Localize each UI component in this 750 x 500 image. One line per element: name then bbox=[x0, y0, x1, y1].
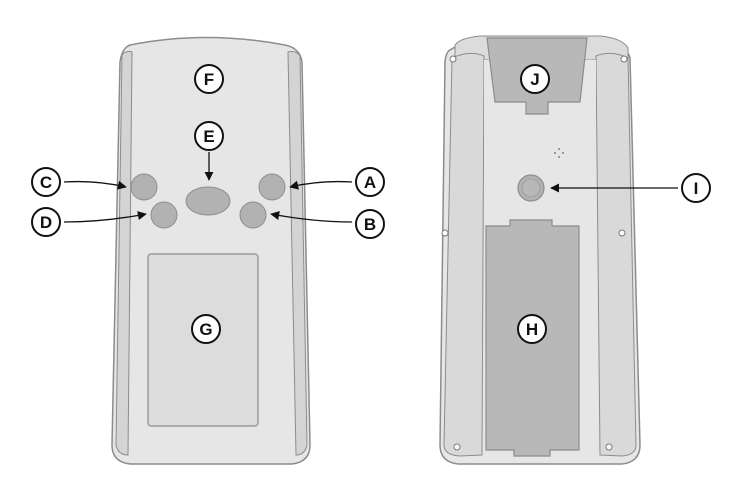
callout-g: G bbox=[191, 314, 221, 344]
callout-g-label: G bbox=[199, 320, 212, 339]
callout-j: J bbox=[520, 64, 550, 94]
button-c bbox=[130, 173, 158, 201]
callout-i: I bbox=[681, 173, 711, 203]
callout-b: B bbox=[355, 209, 385, 239]
callout-f-label: F bbox=[204, 70, 214, 89]
callout-c: C bbox=[31, 167, 61, 197]
front-arrows bbox=[63, 152, 353, 223]
button-i-inner bbox=[521, 178, 541, 198]
arrow-d bbox=[63, 211, 147, 223]
arrow-a bbox=[289, 180, 353, 190]
screw-mid-left bbox=[441, 229, 449, 237]
callout-d-label: D bbox=[40, 213, 52, 232]
callout-a: A bbox=[355, 167, 385, 197]
callout-h-label: H bbox=[526, 320, 538, 339]
button-e bbox=[185, 186, 231, 216]
back-right-grip bbox=[595, 52, 637, 457]
callout-a-label: A bbox=[364, 173, 376, 192]
button-d bbox=[150, 201, 178, 229]
button-b bbox=[239, 201, 267, 229]
screw-bottom-right bbox=[605, 443, 613, 451]
screw-mid-right bbox=[618, 229, 626, 237]
screw-top-left bbox=[449, 55, 457, 63]
screw-bottom-left bbox=[453, 443, 461, 451]
arrow-c bbox=[63, 180, 127, 190]
callout-j-label: J bbox=[530, 70, 539, 89]
callout-c-label: C bbox=[40, 173, 52, 192]
callout-f: F bbox=[194, 64, 224, 94]
callout-h: H bbox=[517, 314, 547, 344]
screw-top-right bbox=[620, 55, 628, 63]
callout-e: E bbox=[194, 121, 224, 151]
button-a bbox=[258, 173, 286, 201]
front-device bbox=[111, 36, 311, 465]
callout-e-label: E bbox=[203, 127, 214, 146]
back-device bbox=[439, 35, 641, 465]
front-left-side-strip bbox=[115, 50, 133, 456]
arrow-b bbox=[270, 211, 353, 223]
callout-d: D bbox=[31, 207, 61, 237]
callout-b-label: B bbox=[364, 215, 376, 234]
back-left-grip bbox=[443, 52, 485, 457]
callout-i-label: I bbox=[694, 179, 699, 198]
screws bbox=[441, 55, 628, 451]
front-right-side-strip bbox=[287, 51, 308, 456]
speaker-dots bbox=[554, 148, 564, 158]
